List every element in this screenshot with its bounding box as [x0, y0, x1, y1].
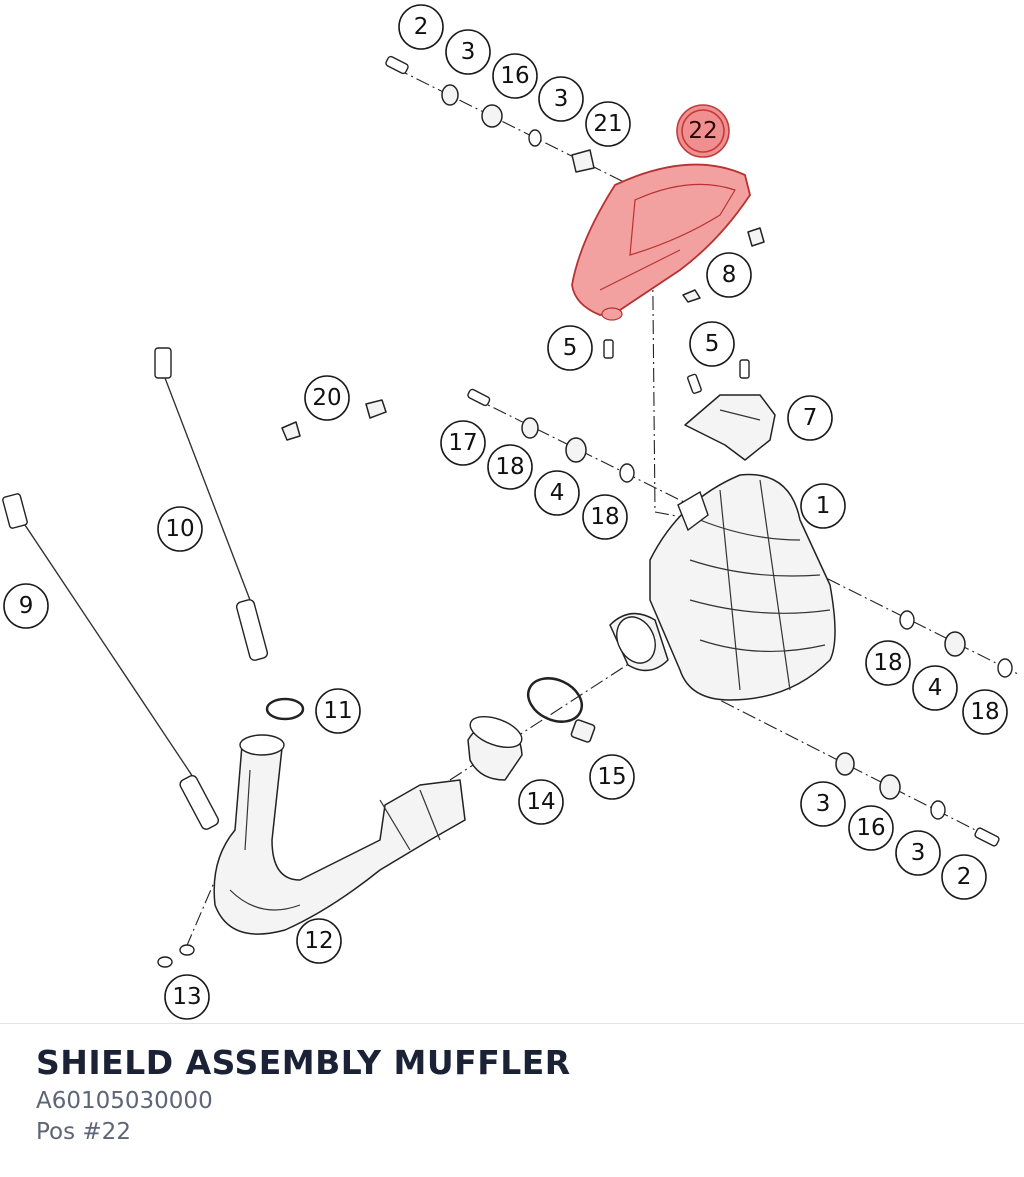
- svg-text:8: 8: [722, 262, 737, 288]
- header-pipe: [213, 734, 466, 935]
- svg-text:14: 14: [526, 789, 555, 815]
- lower-fastener-stack: [835, 752, 1000, 847]
- svg-text:9: 9: [19, 593, 34, 619]
- upper-fastener-stack: [385, 55, 595, 173]
- heat-shield-highlighted: [571, 163, 751, 321]
- svg-text:3: 3: [911, 840, 926, 866]
- svg-text:11: 11: [323, 698, 352, 724]
- callout-1[interactable]: 1: [800, 483, 846, 529]
- callout-11[interactable]: 11: [315, 688, 361, 734]
- callout-16-top[interactable]: 16: [492, 53, 538, 99]
- svg-text:18: 18: [970, 699, 999, 725]
- exploded-parts-diagram: 2 3 16 3 21 22 8 5 5 7 20 17 18 4 18: [2, 4, 1021, 1020]
- callout-14[interactable]: 14: [518, 779, 564, 825]
- svg-text:16: 16: [500, 63, 529, 89]
- small-nuts: [157, 944, 195, 968]
- svg-text:2: 2: [414, 14, 429, 40]
- callout-20[interactable]: 20: [304, 375, 350, 421]
- part-number: A60105030000: [36, 1088, 213, 1114]
- svg-text:16: 16: [856, 815, 885, 841]
- callouts: 2 3 16 3 21 22 8 5 5 7 20 17 18 4 18: [3, 4, 1008, 1020]
- callout-18-side-b[interactable]: 18: [582, 494, 628, 540]
- callout-2-top[interactable]: 2: [398, 4, 444, 50]
- callout-22-highlighted[interactable]: 22: [676, 104, 730, 158]
- callout-9[interactable]: 9: [3, 583, 49, 629]
- svg-text:2: 2: [957, 864, 972, 890]
- callout-2-bottom[interactable]: 2: [941, 854, 987, 900]
- callout-3-top[interactable]: 3: [445, 29, 491, 75]
- callout-3-bottom-a[interactable]: 3: [800, 781, 846, 827]
- footer-divider: [0, 1023, 1024, 1024]
- svg-text:17: 17: [448, 430, 477, 456]
- callout-12[interactable]: 12: [296, 918, 342, 964]
- svg-text:21: 21: [593, 111, 622, 137]
- callout-3-top-b[interactable]: 3: [538, 76, 584, 122]
- callout-18-right-b[interactable]: 18: [962, 689, 1008, 735]
- svg-text:3: 3: [816, 791, 831, 817]
- shield-bracket: [684, 394, 776, 461]
- svg-text:22: 22: [688, 118, 717, 144]
- svg-text:5: 5: [563, 335, 578, 361]
- svg-text:12: 12: [304, 928, 333, 954]
- callout-17[interactable]: 17: [440, 420, 486, 466]
- callout-16-bottom[interactable]: 16: [848, 805, 894, 851]
- svg-text:3: 3: [554, 86, 569, 112]
- callout-4-right[interactable]: 4: [912, 665, 958, 711]
- callout-10[interactable]: 10: [157, 506, 203, 552]
- callout-18-side-a[interactable]: 18: [487, 444, 533, 490]
- svg-text:20: 20: [312, 385, 341, 411]
- part-title: SHIELD ASSEMBLY MUFFLER: [36, 1043, 571, 1082]
- callout-7[interactable]: 7: [787, 395, 833, 441]
- svg-text:18: 18: [590, 504, 619, 530]
- svg-text:5: 5: [705, 331, 720, 357]
- part-info-footer: SHIELD ASSEMBLY MUFFLER A60105030000 Pos…: [36, 1040, 988, 1148]
- svg-text:15: 15: [597, 764, 626, 790]
- callout-21[interactable]: 21: [585, 101, 631, 147]
- svg-text:18: 18: [873, 650, 902, 676]
- callout-13[interactable]: 13: [164, 974, 210, 1020]
- svg-text:3: 3: [461, 39, 476, 65]
- svg-text:13: 13: [172, 984, 201, 1010]
- clip-parts: [281, 227, 765, 441]
- side-fastener-stack: [467, 388, 635, 483]
- svg-text:4: 4: [550, 480, 565, 506]
- small-screws: [603, 339, 750, 394]
- svg-text:1: 1: [816, 493, 831, 519]
- svg-text:7: 7: [803, 405, 818, 431]
- gasket-ring: [265, 697, 305, 721]
- sleeve-and-clamp: [467, 677, 596, 781]
- oxygen-sensors: [2, 347, 269, 830]
- muffler-body: [609, 473, 836, 701]
- callout-18-right-a[interactable]: 18: [865, 640, 911, 686]
- part-position: Pos #22: [36, 1119, 131, 1145]
- callout-15[interactable]: 15: [589, 754, 635, 800]
- callout-5-right[interactable]: 5: [689, 321, 735, 367]
- callout-3-bottom-b[interactable]: 3: [895, 830, 941, 876]
- callout-4-side[interactable]: 4: [534, 470, 580, 516]
- svg-text:18: 18: [495, 454, 524, 480]
- right-fastener-stack: [899, 610, 1013, 678]
- callout-8[interactable]: 8: [706, 252, 752, 298]
- svg-text:4: 4: [928, 675, 943, 701]
- svg-text:10: 10: [165, 516, 194, 542]
- callout-5-left[interactable]: 5: [547, 325, 593, 371]
